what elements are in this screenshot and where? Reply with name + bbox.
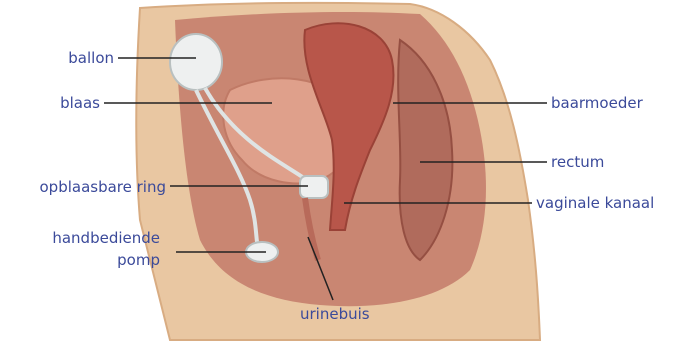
label-baarmoeder: baarmoeder: [551, 94, 643, 112]
label-pomp: pomp: [117, 251, 160, 269]
inflatable-cuff: [300, 176, 328, 198]
balloon-reservoir: [170, 34, 222, 90]
label-rectum: rectum: [551, 153, 604, 171]
label-opblaasbare-ring: opblaasbare ring: [40, 178, 167, 196]
label-urinebuis: urinebuis: [300, 305, 370, 323]
label-handbediende: handbediende: [52, 229, 160, 247]
label-blaas: blaas: [60, 94, 100, 112]
label-ballon: ballon: [68, 49, 114, 67]
label-vaginale-kanaal: vaginale kanaal: [536, 194, 654, 212]
